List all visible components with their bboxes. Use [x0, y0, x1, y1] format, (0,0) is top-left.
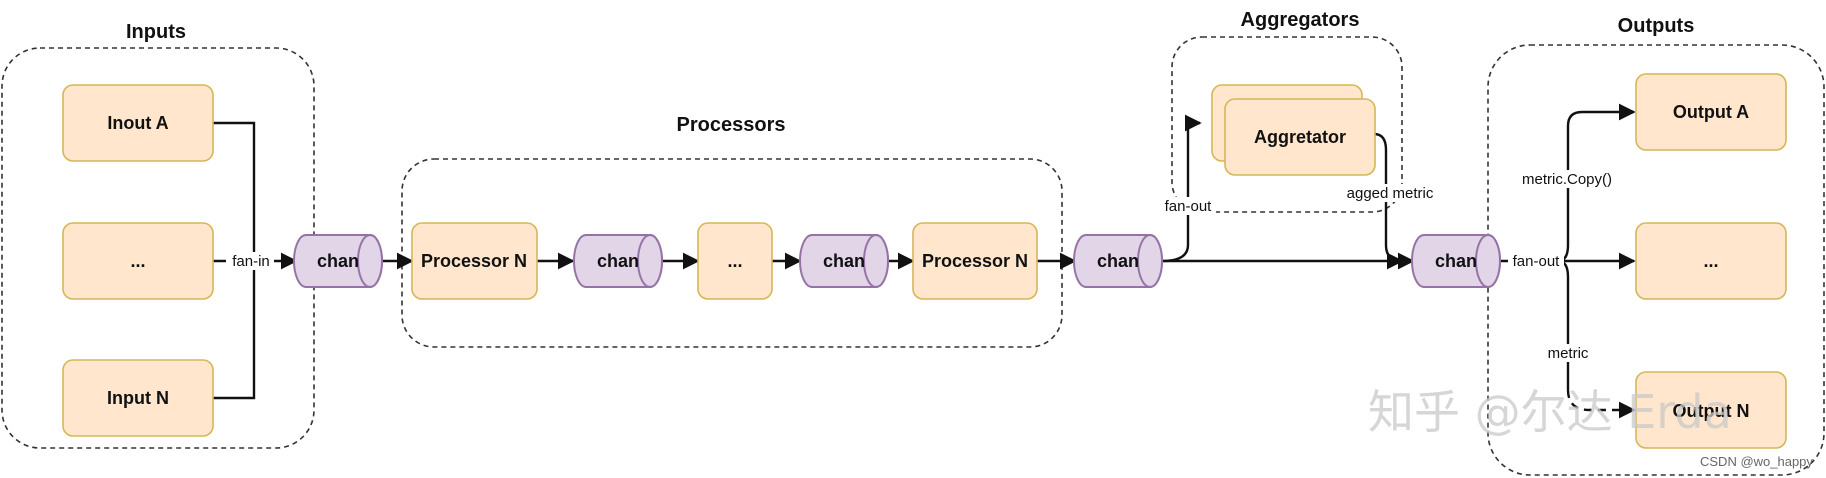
processors-group-title: Processors: [677, 114, 786, 136]
output-mid-node: [1635, 222, 1787, 300]
processor-n-label: Processor N: [922, 251, 1028, 271]
output-a-node: [1635, 73, 1787, 151]
aggregators-group-title: Aggregators: [1241, 9, 1360, 31]
aggregators-group: [1171, 36, 1403, 213]
processors-group: [401, 158, 1063, 348]
input-n-node: [62, 359, 214, 437]
processor-n-node: [912, 222, 1038, 300]
chan-5-label: chan: [1435, 251, 1477, 271]
processor-mid-node: [697, 222, 773, 300]
edge-input-n: [213, 261, 256, 400]
input-n-label: Input N: [107, 388, 169, 408]
fan-out-outputs-label: fan-out: [1513, 253, 1561, 270]
metric-label: metric: [1548, 345, 1589, 362]
edge-to-output-n: [1566, 389, 1636, 419]
inputs-group-title: Inputs: [126, 21, 186, 43]
chan-2: chan: [573, 234, 663, 288]
output-n-node: [1635, 371, 1787, 449]
outputs-group: [1487, 44, 1825, 476]
fan-in-label: fan-in: [232, 253, 270, 270]
processor-1-label: Processor N: [421, 251, 527, 271]
chan-1: chan: [293, 234, 383, 288]
csdn-credit: CSDN @wo_happy: [1700, 454, 1813, 469]
input-a-node: [62, 84, 214, 162]
chan-4-label: chan: [1097, 251, 1139, 271]
chan-1-label: chan: [317, 251, 359, 271]
output-n-label: Output N: [1673, 401, 1750, 421]
outputs-group-title: Outputs: [1618, 15, 1695, 37]
input-mid-node: [62, 222, 214, 300]
input-a-label: Inout A: [107, 113, 168, 133]
output-a-label: Output A: [1673, 102, 1749, 122]
aggregator-node: [1224, 98, 1376, 176]
chan-3-label: chan: [823, 251, 865, 271]
output-mid-label: ...: [1703, 251, 1718, 271]
input-mid-label: ...: [130, 251, 145, 271]
chan-3: chan: [799, 234, 889, 288]
chan-4: chan: [1073, 234, 1163, 288]
processor-mid-label: ...: [727, 251, 742, 271]
processor-1-node: [411, 222, 538, 300]
fan-out-aggregator-label: fan-out: [1165, 198, 1213, 215]
edge-to-output-n-vertical: [1557, 259, 1570, 390]
watermark-text: 知乎 @尔达 Erda: [1368, 385, 1732, 439]
metric-copy-label: metric.Copy(): [1522, 171, 1612, 188]
edge-fan-out-aggregator: [1161, 114, 1202, 263]
aggregator-label: Aggretator: [1254, 127, 1346, 147]
inputs-group: [1, 47, 315, 449]
chan-2-label: chan: [597, 251, 639, 271]
aggregated-metric-label: agged metric: [1347, 185, 1434, 202]
chan-5: chan: [1411, 234, 1501, 288]
edge-input-a: [213, 121, 256, 261]
